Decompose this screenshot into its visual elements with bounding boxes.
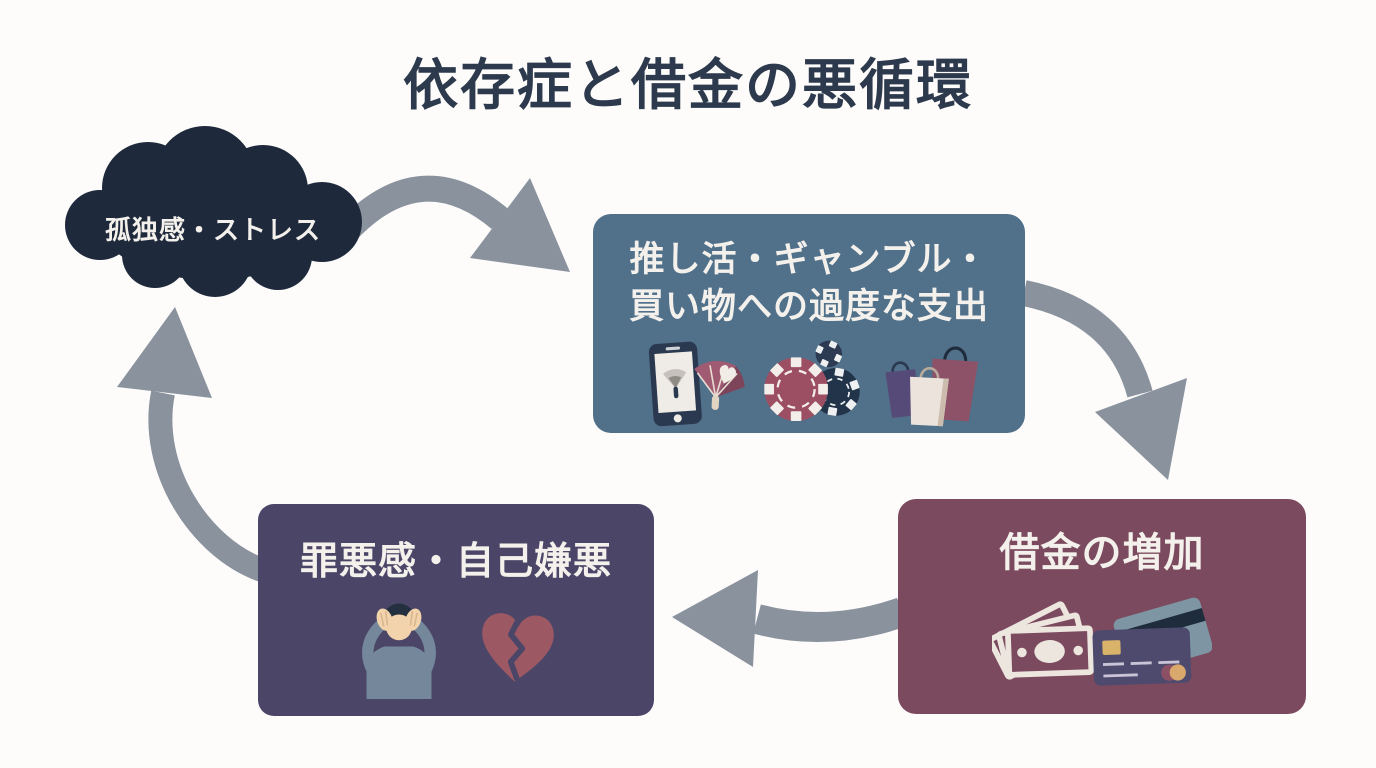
page-title: 依存症と借金の悪循環: [402, 54, 973, 116]
spending-box-line1: 推し活・ギャンブル・: [629, 240, 989, 279]
arrow-guilt-to-cloud: [117, 307, 267, 582]
broken-heart-icon: [482, 612, 554, 682]
arrow-spending-to-debt: [1021, 280, 1187, 480]
poker-chips-icon: [764, 340, 860, 421]
guilt-icon-row: [351, 592, 561, 699]
arrow-debt-to-guilt: [672, 570, 907, 667]
debt-icon-row: [992, 581, 1212, 686]
loneliness-stress-cloud: [65, 126, 362, 297]
guilt-box-label: 罪悪感・自己嫌悪: [299, 541, 612, 583]
spending-icon-row: [635, 338, 983, 428]
banknotes-icon: [992, 597, 1212, 686]
spending-box: 推し活・ギャンブル・ 買い物への過度な支出: [593, 214, 1025, 433]
guilt-box: 罪悪感・自己嫌悪: [258, 504, 654, 716]
spending-box-line2: 買い物への過度な支出: [628, 287, 989, 326]
debt-box-label: 借金の増加: [999, 531, 1205, 575]
shopping-bags-icon: [885, 346, 979, 427]
debt-box: 借金の増加: [898, 499, 1306, 714]
cloud-label: 孤独感・ストレス: [104, 215, 321, 245]
credit-cards: [1092, 597, 1212, 686]
arrow-cloud-to-spending: [335, 175, 570, 272]
smartphone-fan-icon: [648, 341, 745, 427]
bills: [992, 601, 1095, 680]
person-head-in-hands-icon: [362, 603, 436, 699]
